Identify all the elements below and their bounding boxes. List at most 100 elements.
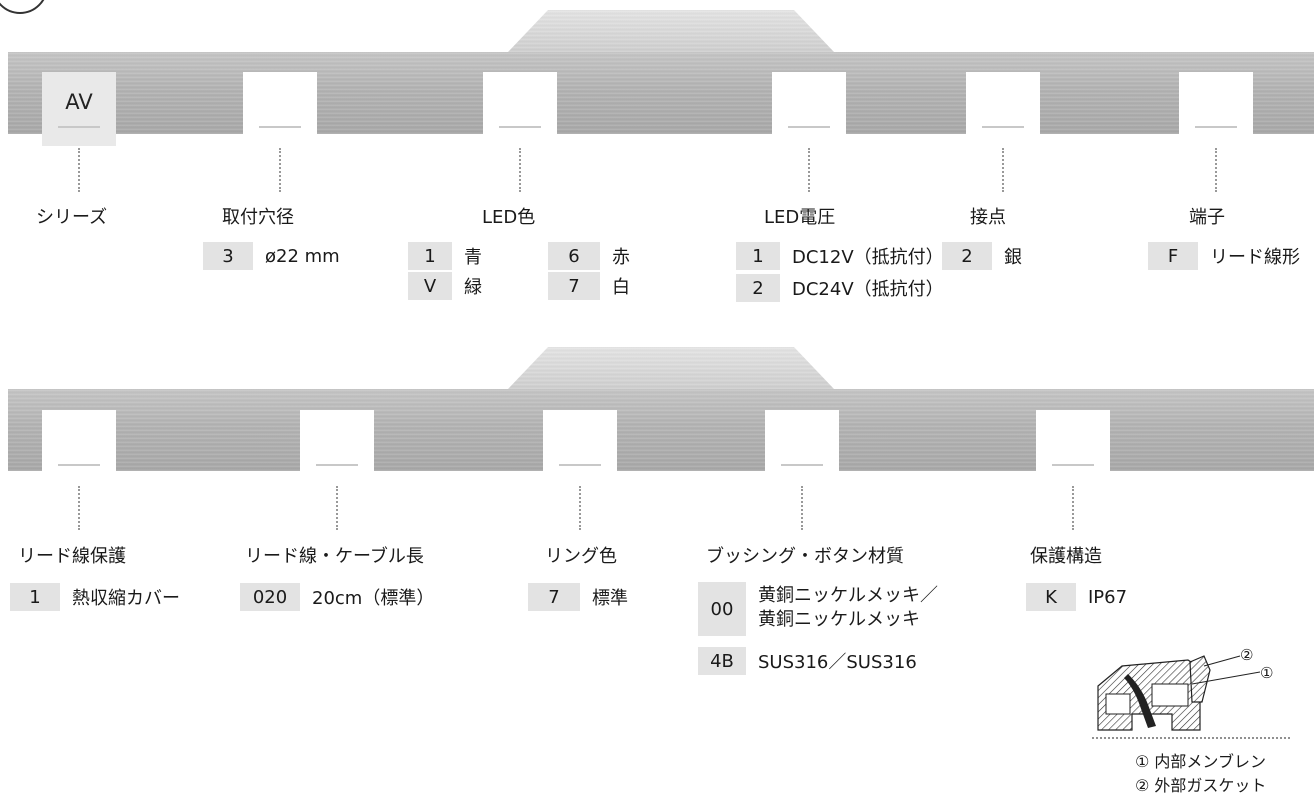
figure-marker-2: ② <box>1240 646 1254 664</box>
ring-color-option-text: 標準 <box>592 588 628 609</box>
lead-protection-code-underline <box>58 464 100 466</box>
led-color-leader <box>519 148 521 192</box>
led-color-option-text: 青 <box>464 247 482 268</box>
mount-option-text: ø22 mm <box>265 245 340 267</box>
bushing-label: ブッシング・ボタン材質 <box>706 546 904 567</box>
figure-caption-2: ② 外部ガスケット <box>1135 776 1267 795</box>
mount-option-code: 3 <box>203 242 253 270</box>
led-voltage-label: LED電圧 <box>764 207 836 228</box>
protection-code-underline <box>1052 464 1094 466</box>
terminal-code-underline <box>1195 126 1237 128</box>
led-voltage-option-code: 2 <box>736 274 780 302</box>
lead-length-option-code: 020 <box>240 583 300 611</box>
mount-option[interactable]: 3 ø22 mm <box>203 242 340 270</box>
protection-option[interactable]: K IP67 <box>1026 583 1127 611</box>
led-voltage-leader <box>808 148 810 192</box>
bushing-option-text-line1: 黄銅ニッケルメッキ／ <box>758 585 938 606</box>
seal-cross-section-figure <box>1092 655 1292 739</box>
bushing-option-text: SUS316／SUS316 <box>758 652 917 673</box>
terminal-option-text: リード線形 <box>1210 247 1300 268</box>
protection-option-text: IP67 <box>1088 586 1128 608</box>
ring-color-code-box[interactable] <box>543 410 617 484</box>
lead-protection-code-box[interactable] <box>42 410 116 484</box>
series-code-box: AV <box>42 72 116 146</box>
led-color-option-text: 緑 <box>464 277 482 298</box>
terminal-option[interactable]: F リード線形 <box>1148 242 1300 270</box>
bushing-leader <box>801 486 803 530</box>
figure-marker-1: ① <box>1260 664 1274 682</box>
led-color-option-code: V <box>408 272 452 300</box>
protection-option-code: K <box>1026 583 1076 611</box>
terminal-label: 端子 <box>1189 207 1225 228</box>
lead-length-leader <box>336 486 338 530</box>
led-color-option-code: 6 <box>548 242 600 270</box>
top-code-band <box>8 52 1314 134</box>
led-voltage-option-text: DC12V（抵抗付） <box>792 247 944 268</box>
bushing-option-text: 黄銅ニッケルメッキ／ 黄銅ニッケルメッキ <box>758 582 938 636</box>
led-voltage-option[interactable]: 1 DC12V（抵抗付） <box>736 242 944 270</box>
bushing-option[interactable]: 00 黄銅ニッケルメッキ／ 黄銅ニッケルメッキ <box>698 582 938 636</box>
lead-protection-option[interactable]: 1 熱収縮カバー <box>10 583 180 611</box>
bushing-option-code: 00 <box>698 582 746 636</box>
lead-protection-option-text: 熱収縮カバー <box>72 588 180 609</box>
ring-color-code-underline <box>559 464 601 466</box>
ring-color-leader <box>579 486 581 530</box>
led-color-option-code: 1 <box>408 242 452 270</box>
figure-caption-1: ① 内部メンブレン <box>1135 752 1266 771</box>
led-voltage-option-code: 1 <box>736 242 780 270</box>
bottom-code-band <box>8 389 1314 471</box>
led-color-option[interactable]: 6 赤 <box>548 242 630 270</box>
bushing-option[interactable]: 4B SUS316／SUS316 <box>698 647 917 675</box>
led-voltage-option-text: DC24V（抵抗付） <box>792 279 944 300</box>
contact-option-text: 銀 <box>1004 247 1022 268</box>
series-label: シリーズ <box>36 207 108 228</box>
led-color-option-code: 7 <box>548 272 600 300</box>
terminal-leader <box>1215 148 1217 192</box>
protection-code-box[interactable] <box>1036 410 1110 484</box>
terminal-code-box[interactable] <box>1179 72 1253 146</box>
lead-length-code-box[interactable] <box>300 410 374 484</box>
ring-color-option-code: 7 <box>528 583 580 611</box>
lead-length-option[interactable]: 020 20cm（標準） <box>240 583 434 611</box>
contact-option-code: 2 <box>942 242 992 270</box>
lead-length-code-underline <box>316 464 358 466</box>
led-voltage-code-box[interactable] <box>772 72 846 146</box>
led-color-code-box[interactable] <box>483 72 557 146</box>
series-code-value: AV <box>65 90 93 114</box>
series-leader <box>78 148 80 192</box>
mount-leader <box>279 148 281 192</box>
contact-code-underline <box>982 126 1024 128</box>
contact-option[interactable]: 2 銀 <box>942 242 1022 270</box>
led-color-option[interactable]: 7 白 <box>548 272 630 300</box>
led-color-label: LED色 <box>482 207 536 228</box>
bushing-option-text-line2: 黄銅ニッケルメッキ <box>758 609 920 630</box>
protection-leader <box>1072 486 1074 530</box>
contact-code-box[interactable] <box>966 72 1040 146</box>
led-color-code-underline <box>499 126 541 128</box>
led-color-option-text: 赤 <box>612 247 630 268</box>
lead-protection-label: リード線保護 <box>18 546 126 567</box>
top-band-tab <box>508 10 834 52</box>
terminal-option-code: F <box>1148 242 1198 270</box>
lead-length-option-text: 20cm（標準） <box>312 588 435 609</box>
protection-label: 保護構造 <box>1030 546 1102 567</box>
mount-label: 取付穴径 <box>222 207 294 228</box>
series-code-underline <box>58 126 100 128</box>
bushing-option-code: 4B <box>698 647 746 675</box>
led-color-option[interactable]: 1 青 <box>408 242 482 270</box>
mount-code-underline <box>259 126 301 128</box>
ring-color-label: リング色 <box>545 546 617 567</box>
contact-label: 接点 <box>970 207 1006 228</box>
lead-length-label: リード線・ケーブル長 <box>245 546 424 567</box>
led-voltage-code-underline <box>788 126 830 128</box>
led-voltage-option[interactable]: 2 DC24V（抵抗付） <box>736 274 944 302</box>
mount-code-box[interactable] <box>243 72 317 146</box>
led-color-option-text: 白 <box>612 277 630 298</box>
contact-leader <box>1002 148 1004 192</box>
bushing-code-box[interactable] <box>765 410 839 484</box>
bottom-band-tab <box>508 347 834 389</box>
led-color-option[interactable]: V 緑 <box>408 272 482 300</box>
lead-protection-option-code: 1 <box>10 583 60 611</box>
ring-color-option[interactable]: 7 標準 <box>528 583 628 611</box>
lead-protection-leader <box>78 486 80 530</box>
